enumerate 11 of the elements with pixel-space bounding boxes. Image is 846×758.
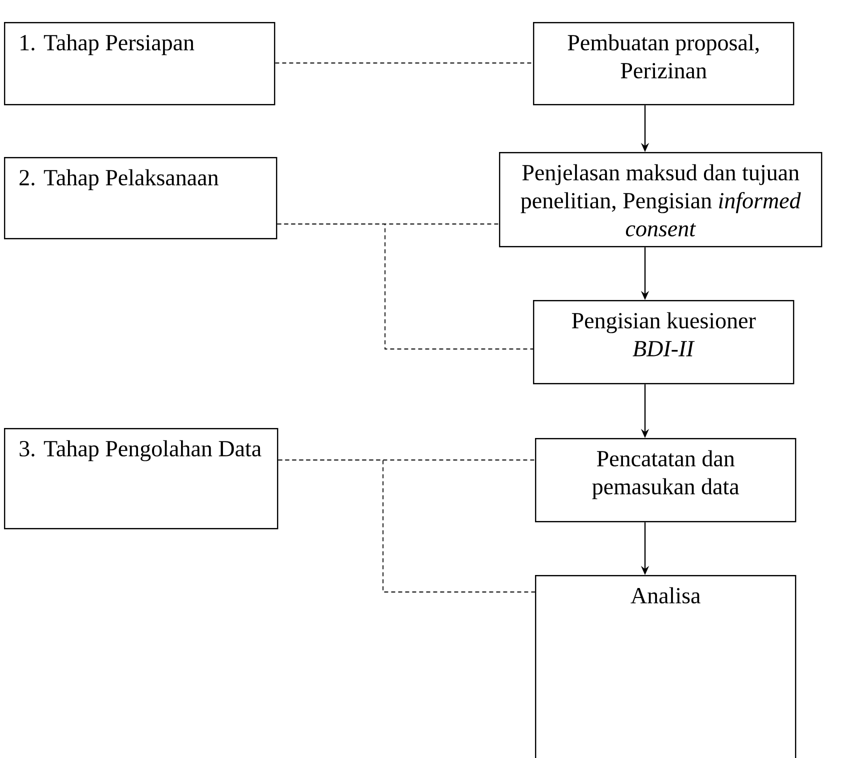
dashed-connector xyxy=(274,62,534,64)
process-box: Pencatatan dan pemasukan data xyxy=(535,438,796,522)
stage-box: 2. Tahap Pelaksanaan xyxy=(4,157,278,240)
dashed-connector xyxy=(278,460,536,592)
process-box: Pengisian kuesioner BDI-II xyxy=(533,300,794,384)
stage-box: 3. Tahap Pengolahan Data xyxy=(4,428,278,530)
dashed-connector xyxy=(276,224,534,350)
process-box: Pembuatan proposal, Perizinan xyxy=(533,22,794,106)
process-box: Penjelasan maksud dan tujuan penelitian, Pengisian informed consent xyxy=(499,152,822,248)
stage-box: 1. Tahap Persiapan xyxy=(4,22,276,106)
process-box: Analisa xyxy=(535,575,796,758)
